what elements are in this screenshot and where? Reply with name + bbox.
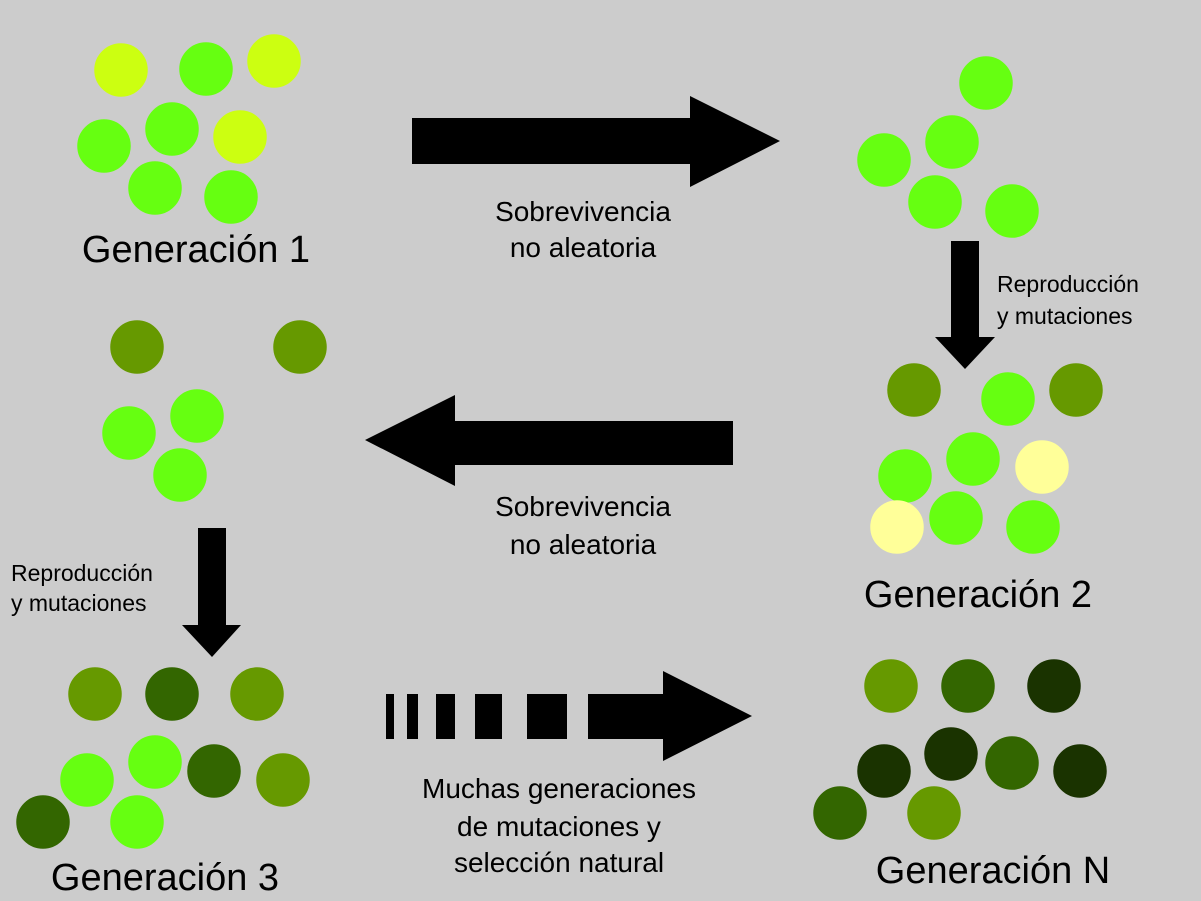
- organism-cell: [60, 753, 114, 807]
- organism-cell: [941, 659, 995, 713]
- organism-cell: [204, 170, 258, 224]
- organism-cell: [273, 320, 327, 374]
- survival-arrow-right: [412, 96, 780, 187]
- organism-cell: [110, 795, 164, 849]
- organism-cell: [908, 175, 962, 229]
- organism-cell: [153, 448, 207, 502]
- many-generations-arrow: [386, 671, 752, 761]
- organism-cell: [68, 667, 122, 721]
- many-generations-label-line2: de mutaciones y: [457, 811, 661, 842]
- dash-segment: [436, 694, 455, 739]
- organism-cell: [857, 744, 911, 798]
- generation-2-cluster: [870, 363, 1103, 554]
- generation-1-cluster: [77, 34, 301, 224]
- generation-1-survivors-cluster: [857, 56, 1039, 238]
- organism-cell: [1006, 500, 1060, 554]
- generation-2-survivors-cluster: [102, 320, 327, 502]
- generation-3-title: Generación 3: [51, 857, 279, 899]
- reproduction-arrow-down-right: [935, 241, 995, 369]
- survival-2-label-line2: no aleatoria: [510, 529, 657, 560]
- generation-n-cluster: [813, 659, 1107, 840]
- generation-1-title: Generación 1: [82, 229, 310, 271]
- organism-cell: [145, 667, 199, 721]
- organism-cell: [230, 667, 284, 721]
- organism-cell: [247, 34, 301, 88]
- generation-3-cluster: [16, 667, 310, 849]
- organism-cell: [110, 320, 164, 374]
- arrow-head: [588, 671, 752, 761]
- organism-cell: [870, 500, 924, 554]
- organism-cell: [1027, 659, 1081, 713]
- organism-cell: [213, 110, 267, 164]
- organism-cell: [887, 363, 941, 417]
- organism-cell: [981, 372, 1035, 426]
- organism-cell: [94, 43, 148, 97]
- organism-cell: [924, 727, 978, 781]
- generation-n-title: Generación N: [876, 850, 1110, 892]
- reproduction-2-label-line1: Reproducción: [11, 560, 153, 586]
- organism-cell: [907, 786, 961, 840]
- survival-arrow-left: [365, 395, 733, 486]
- dash-segment: [475, 694, 502, 739]
- organism-cell: [925, 115, 979, 169]
- organism-cell: [179, 42, 233, 96]
- dash-segment: [527, 694, 567, 739]
- many-generations-label-line1: Muchas generaciones: [422, 773, 696, 804]
- organism-cell: [1015, 440, 1069, 494]
- organism-cell: [985, 736, 1039, 790]
- dash-segment: [407, 694, 418, 739]
- organism-cell: [864, 659, 918, 713]
- organism-cell: [256, 753, 310, 807]
- dash-segment: [386, 694, 394, 739]
- organism-cell: [128, 735, 182, 789]
- many-generations-label-line3: selección natural: [454, 847, 664, 878]
- organism-cell: [187, 744, 241, 798]
- reproduction-arrow-down-left: [182, 528, 241, 657]
- organism-cell: [128, 161, 182, 215]
- organism-cell: [77, 119, 131, 173]
- organism-cell: [102, 406, 156, 460]
- organism-cell: [857, 133, 911, 187]
- reproduction-1-label-line2: y mutaciones: [997, 303, 1133, 329]
- generation-2-title: Generación 2: [864, 574, 1092, 616]
- organism-cell: [145, 102, 199, 156]
- reproduction-1-label-line1: Reproducción: [997, 271, 1139, 297]
- organism-cell: [16, 795, 70, 849]
- survival-1-label-line1: Sobrevivencia: [495, 196, 671, 227]
- organism-cell: [1049, 363, 1103, 417]
- organism-cell: [878, 449, 932, 503]
- reproduction-2-label-line2: y mutaciones: [11, 590, 147, 616]
- organism-cell: [813, 786, 867, 840]
- organism-cell: [959, 56, 1013, 110]
- survival-2-label-line1: Sobrevivencia: [495, 491, 671, 522]
- organism-cell: [170, 389, 224, 443]
- organism-cell: [985, 184, 1039, 238]
- survival-1-label-line2: no aleatoria: [510, 232, 657, 263]
- organism-cell: [929, 491, 983, 545]
- organism-cell: [1053, 744, 1107, 798]
- organism-cell: [946, 432, 1000, 486]
